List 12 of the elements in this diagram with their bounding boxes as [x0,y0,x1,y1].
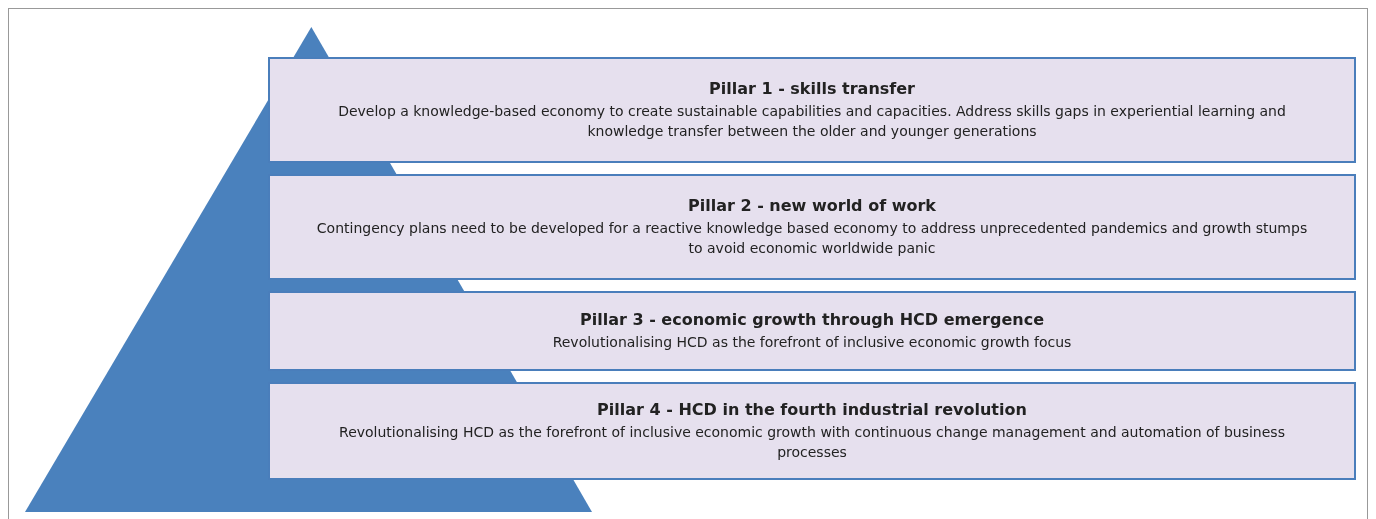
pillar-box [268,291,1356,371]
pillar-box [268,174,1356,280]
pillar-heading: Pillar 2 - new world of work [688,195,936,215]
pillar-heading: Pillar 1 - skills transfer [709,78,915,98]
pillar-description: Revolutionalising HCD as the forefront of inclusive economic growth focus [552,332,1072,352]
pillar-description: Contingency plans need to be developed for a reactive knowledge based economy to address unprecedented pandemics and growth stumps to avoid economic worldwide panic [315,218,1309,258]
pillar-box [268,57,1356,163]
pillar-box [268,382,1356,480]
pillar-description: Develop a knowledge-based economy to create sustainable capabilities and capacities. Address skills gaps in experiential learning and knowledge transfer between the older and younger generations [337,101,1287,141]
pillar-description: Revolutionalising HCD as the forefront of inclusive economic growth with continuous change management and automation of business processes [338,422,1286,462]
pillar-heading: Pillar 4 - HCD in the fourth industrial revolution [597,399,1027,419]
pillar-heading: Pillar 3 - economic growth through HCD emergence [580,309,1044,329]
